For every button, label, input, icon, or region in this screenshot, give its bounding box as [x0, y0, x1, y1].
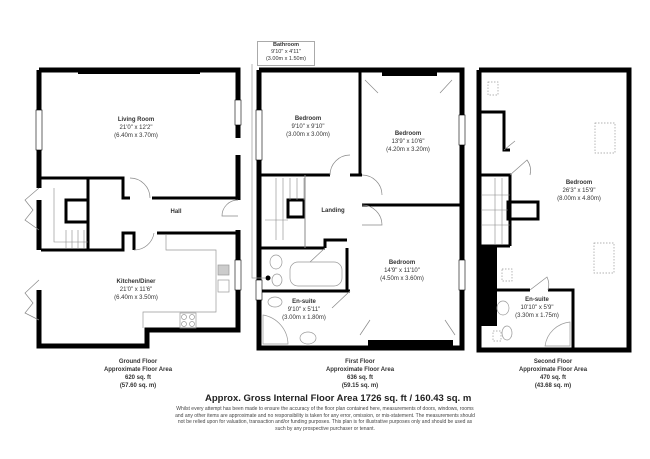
room-label-bedroom-3: Bedroom 14'9" x 11'10" (4.50m x 3.60m): [380, 260, 424, 282]
ground-floor-caption: Ground Floor Approximate Floor Area 620 …: [103, 359, 173, 389]
skylights: [487, 81, 616, 342]
room-label-kitchen-diner: Kitchen/Diner 21'0" x 11'6" (6.40m x 3.5…: [114, 279, 158, 301]
gross-internal-area: Approx. Gross Internal Floor Area 1726 s…: [205, 393, 472, 404]
room-label-landing: Landing: [321, 208, 345, 214]
room-label-ensuite-second: En-suite 10'10" x 5'9" (3.30m x 1.75m): [515, 297, 559, 319]
second-stairs: [481, 178, 510, 244]
ground-windows: [35, 99, 242, 291]
room-label-bedroom-2: Bedroom 13'9" x 10'6" (4.20m x 3.20m): [386, 131, 430, 153]
bathroom-leader-line: [251, 64, 266, 279]
first-floor-plan: [256, 67, 465, 351]
room-label-bedroom-1: Bedroom 9'10" x 9'10" (3.00m x 3.00m): [286, 116, 330, 138]
kitchen-units: [142, 235, 230, 329]
soil-pipe-icon: [265, 275, 271, 281]
ground-doors: [24, 177, 239, 321]
second-floor-caption: Second Floor Approximate Floor Area 470 …: [518, 359, 588, 389]
ensuite-fixtures: [496, 300, 571, 347]
bathroom-fixtures: [262, 254, 343, 345]
first-windows: [255, 109, 466, 301]
second-doors: [503, 140, 550, 291]
room-label-living-room: Living Room 21'0" x 12'2" (6.40m x 3.70m…: [114, 117, 158, 139]
room-label-ensuite-first: En-suite 9'10" x 5'11" (3.00m x 1.80m): [282, 299, 326, 321]
first-doors: [309, 79, 456, 336]
room-label-bedroom-second: Bedroom 26'3" x 15'9" (8.00m x 4.80m): [557, 180, 601, 202]
room-label-hall: Hall: [170, 209, 182, 215]
first-floor-caption: First Floor Approximate Floor Area 636 s…: [325, 359, 395, 389]
ground-stairs: [53, 188, 88, 248]
ground-floor-plan: [36, 67, 241, 349]
disclaimer-text: Whilst every attempt has been made to en…: [175, 406, 475, 432]
first-stairs: [265, 178, 305, 240]
room-label-bathroom: Bathroom 9'10" x 4'11" (3.00m x 1.50m): [257, 41, 315, 66]
